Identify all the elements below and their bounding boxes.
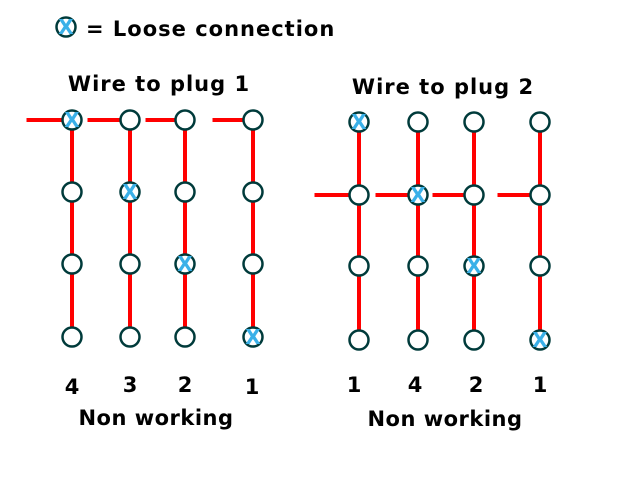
legend-node-icon: [55, 16, 77, 38]
column-label: 4: [408, 373, 423, 397]
connection-node: [174, 181, 196, 203]
panel-nodes: X X X X: [348, 110, 551, 352]
column-label: 1: [245, 375, 260, 399]
legend-text: = Loose connection: [86, 17, 335, 41]
loose-connection-mark: X: [532, 328, 548, 352]
connection-node: [242, 181, 264, 203]
connection-node: [61, 109, 83, 131]
connection-node: [242, 109, 264, 131]
panel-nodes: X X X X: [61, 108, 264, 349]
connection-node: [529, 329, 551, 351]
loose-connection-mark: X: [410, 183, 426, 207]
connection-node: [463, 184, 485, 206]
connection-node: [119, 109, 141, 131]
legend-x-mark: X: [58, 15, 74, 39]
connection-node: [407, 255, 429, 277]
connection-node: [242, 253, 264, 275]
panel-plug-1: Wire to plug 1 X X X X 4 3 2 1 Non working: [26, 72, 264, 430]
loose-connection-mark: X: [351, 110, 367, 134]
loose-connection-mark: X: [245, 325, 261, 349]
column-label: 4: [65, 375, 80, 399]
loose-connection-mark: X: [466, 254, 482, 278]
column-label: 3: [123, 373, 138, 397]
connection-node: [348, 329, 370, 351]
connection-node: [174, 253, 196, 275]
connection-node: [61, 181, 83, 203]
connection-node: [119, 326, 141, 348]
connection-node: [407, 111, 429, 133]
connection-node: [463, 255, 485, 277]
connection-node: [463, 329, 485, 351]
connection-node: [174, 326, 196, 348]
connection-node: [61, 326, 83, 348]
connection-node: [407, 329, 429, 351]
connection-node: [529, 184, 551, 206]
column-label: 1: [533, 373, 548, 397]
connection-node: [119, 253, 141, 275]
connection-node: [348, 111, 370, 133]
loose-connection-mark: X: [122, 180, 138, 204]
legend: X = Loose connection: [55, 15, 335, 41]
column-label: 2: [469, 373, 484, 397]
panel-footer: Non working: [78, 406, 233, 430]
panel-wires: [26, 118, 255, 337]
column-label: 1: [347, 373, 362, 397]
connection-node: [119, 181, 141, 203]
panel-footer: Non working: [367, 407, 522, 431]
connection-node: [529, 255, 551, 277]
loose-connection-mark: X: [177, 252, 193, 276]
connection-node: [407, 184, 429, 206]
connection-node: [348, 255, 370, 277]
connection-node: [529, 111, 551, 133]
column-label: 2: [178, 373, 193, 397]
connection-node: [61, 253, 83, 275]
panel-title: Wire to plug 1: [68, 72, 250, 96]
panel-plug-2: Wire to plug 2 X X X X 1 4 2 1 Non working: [314, 75, 551, 431]
connection-node: [242, 326, 264, 348]
panel-wires: [314, 122, 542, 340]
connection-node: [463, 111, 485, 133]
panel-title: Wire to plug 2: [352, 75, 534, 99]
connection-node: [348, 184, 370, 206]
connection-node: [174, 109, 196, 131]
loose-connection-mark: X: [64, 108, 80, 132]
